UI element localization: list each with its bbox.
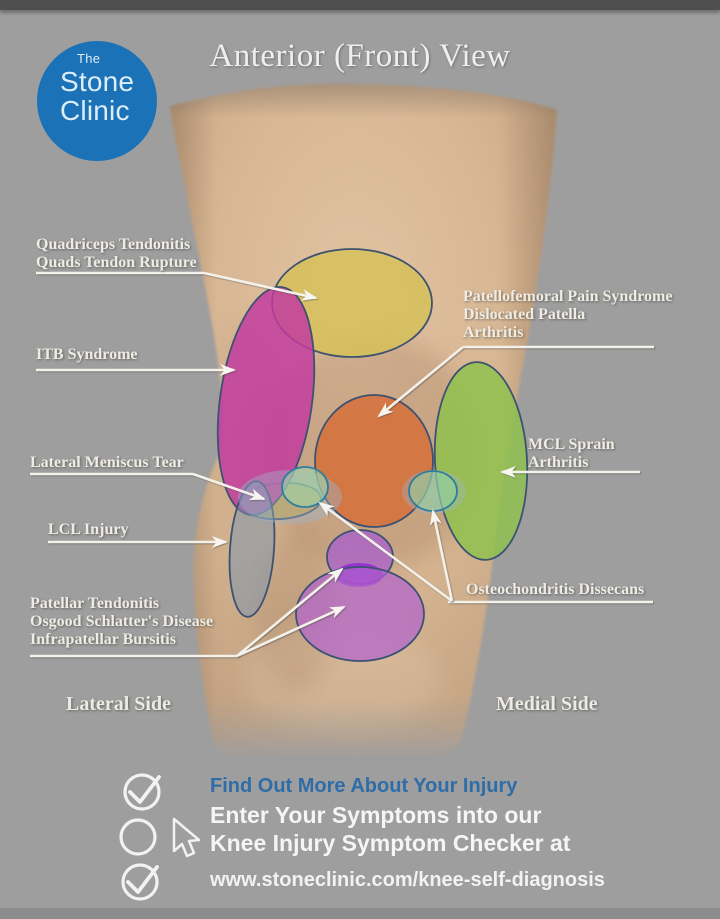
label-line: MCL Sprain	[528, 436, 615, 453]
page-title: Anterior (Front) View	[209, 38, 511, 74]
region-patellofemoral	[314, 394, 434, 528]
arrow-patellofemoral	[377, 345, 464, 418]
footer-line1: Enter Your Symptoms into our	[210, 802, 542, 828]
lateral-side-label: Lateral Side	[66, 693, 171, 715]
check-circle-icon	[123, 773, 161, 811]
label-line: Patellofemoral Pain Syndrome	[463, 288, 673, 305]
label-line: ITB Syndrome	[36, 346, 138, 363]
region-mcl	[433, 361, 529, 561]
label-quadriceps: Quadriceps Tendonitis Quads Tendon Ruptu…	[36, 236, 197, 272]
footer-url: www.stoneclinic.com/knee-self-diagnosis	[210, 869, 605, 891]
footer-line2: Knee Injury Symptom Checker at	[210, 830, 571, 856]
label-patellofemoral: Patellofemoral Pain Syndrome Dislocated …	[463, 288, 672, 342]
label-line: Quads Tendon Rupture	[36, 254, 197, 271]
label-line: Infrapatellar Bursitis	[30, 631, 176, 648]
check-circle-icon	[121, 863, 159, 901]
region-lcl	[228, 480, 276, 618]
medial-side-label: Medial Side	[496, 693, 598, 715]
label-lateral-meniscus: Lateral Meniscus Tear	[30, 454, 184, 472]
bottom-border-strip	[0, 908, 720, 919]
circle-icon	[119, 818, 157, 856]
label-itb: ITB Syndrome	[36, 346, 138, 364]
injury-regions	[216, 248, 529, 662]
arrow-lateral-meniscus	[192, 472, 266, 501]
arrow-patellar-2	[236, 605, 346, 658]
label-line: Arthritis	[528, 454, 589, 471]
label-mcl: MCL Sprain Arthritis	[528, 436, 615, 472]
arrow-patellar-1	[236, 567, 344, 658]
label-lcl: LCL Injury	[48, 521, 128, 539]
label-line: Arthritis	[463, 324, 524, 341]
checkmark-icon	[126, 865, 159, 894]
checkmark-icon	[128, 775, 161, 804]
stone-clinic-logo: The Stone Clinic	[37, 41, 157, 161]
region-lateral-meniscus	[281, 466, 329, 508]
region-medial-meniscus	[408, 470, 458, 512]
footer-icons	[119, 773, 201, 901]
leader-lines	[30, 271, 654, 658]
label-patellar: Patellar Tendonitis Osgood Schlatter's D…	[30, 595, 213, 649]
cursor-icon	[172, 817, 201, 858]
region-infrapatellar	[295, 566, 425, 662]
top-border-strip	[0, 0, 720, 10]
label-line: Osteochondritis Dissecans	[466, 581, 645, 598]
label-line: Dislocated Patella	[463, 306, 586, 323]
label-line: Patellar Tendonitis	[30, 595, 160, 612]
label-line: Quadriceps Tendonitis	[36, 236, 191, 253]
footer-headline: Find Out More About Your Injury	[210, 775, 518, 797]
label-line: LCL Injury	[48, 521, 129, 538]
arrow-osteochondritis-2	[430, 509, 454, 602]
logo-text-the: The	[77, 51, 101, 66]
label-line: Lateral Meniscus Tear	[30, 454, 184, 471]
logo-text-stone: Stone	[60, 66, 135, 97]
label-line: Osgood Schlatter's Disease	[30, 613, 214, 630]
leg-bottom-fade	[150, 700, 570, 770]
arrow-quadriceps	[203, 271, 318, 301]
label-osteochondritis: Osteochondritis Dissecans	[466, 581, 644, 599]
logo-text-clinic: Clinic	[60, 95, 130, 126]
arrow-osteochondritis-1	[318, 501, 453, 603]
